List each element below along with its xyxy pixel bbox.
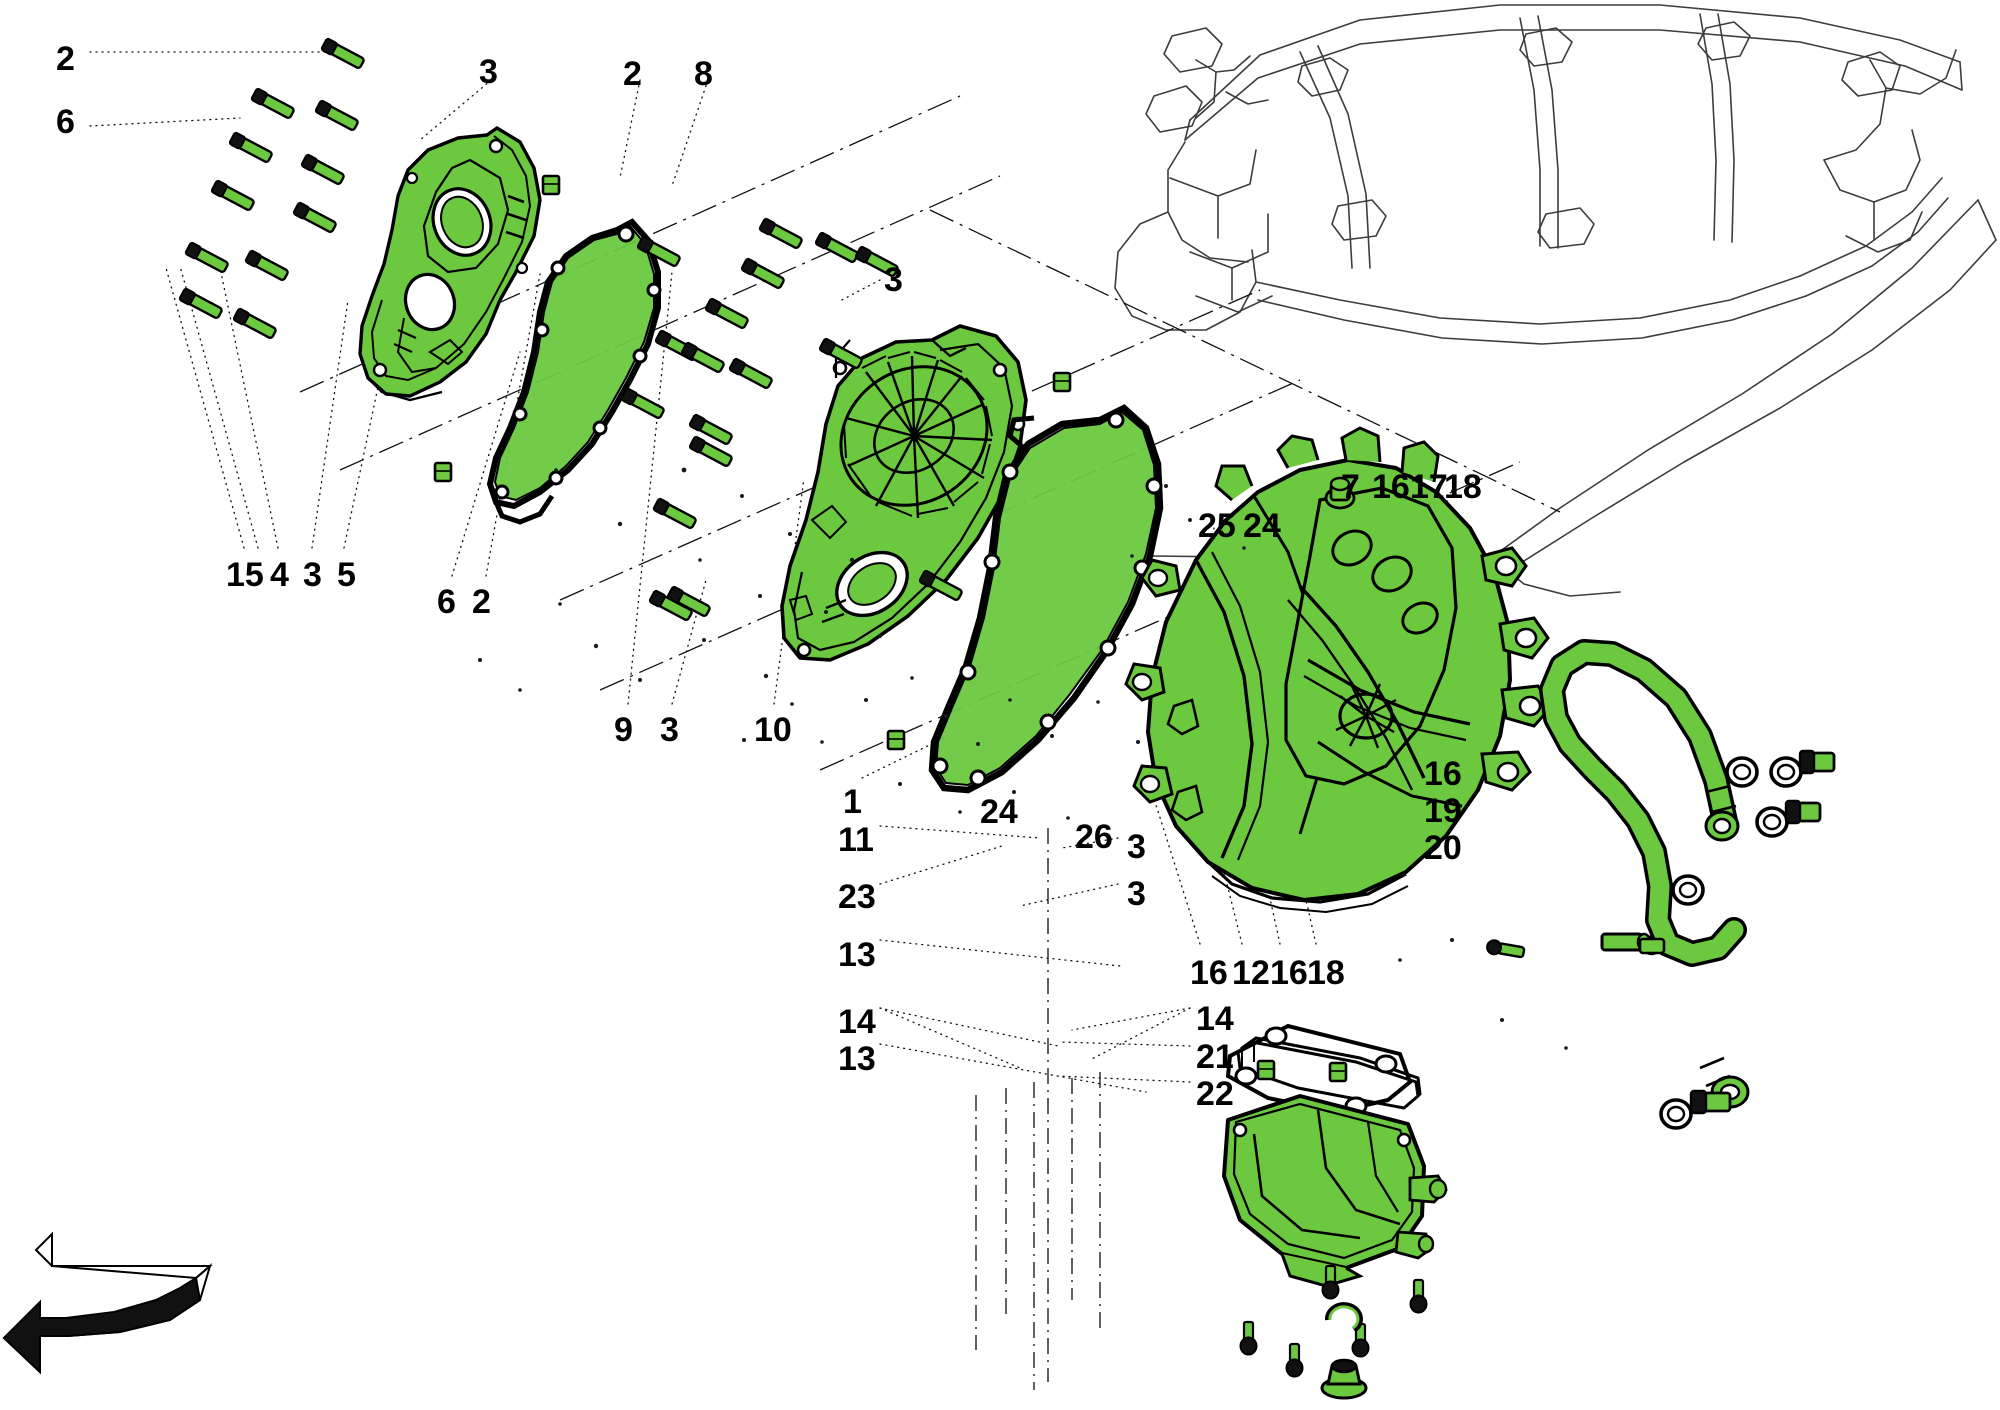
clutch-cover-part	[780, 324, 1028, 662]
callout-16-lower-a: 16	[1190, 954, 1228, 992]
callout-16-lower-b: 16	[1270, 954, 1308, 992]
callout-14-right: 14	[1196, 1000, 1234, 1038]
callout-2-mid: 2	[472, 583, 491, 621]
front-cover-gasket-part	[486, 218, 662, 525]
callout-8-top: 8	[694, 55, 713, 93]
oil-pan-part	[1222, 1094, 1448, 1288]
callout-23: 23	[838, 878, 876, 916]
callout-18-top: 18	[1444, 468, 1482, 506]
callout-13-lower: 13	[838, 1040, 876, 1078]
banjo-bolt-18	[1784, 799, 1822, 825]
scan-speckle	[478, 467, 1568, 1050]
callout-3-front-cover: 3	[303, 556, 322, 594]
callout-3-pan-lower: 3	[1127, 875, 1146, 913]
callout-7: 7	[1341, 468, 1360, 506]
callout-1: 1	[843, 783, 862, 821]
crankcase-oil-plug	[1324, 476, 1356, 510]
bolt-18b	[1689, 1089, 1732, 1115]
callout-18-lower: 18	[1307, 954, 1345, 992]
callout-11: 11	[838, 821, 874, 859]
callout-16-top: 16	[1372, 468, 1410, 506]
callout-3-gasket: 3	[660, 711, 679, 749]
drain-plug-22	[1320, 1358, 1368, 1400]
circlip-21	[1324, 1302, 1363, 1333]
callout-2-top-mid: 2	[623, 55, 642, 93]
callout-3-top: 3	[479, 53, 498, 91]
forward-direction-arrow	[2, 1231, 213, 1375]
callout-16-right: 16	[1424, 755, 1462, 793]
callout-13-upper: 13	[838, 936, 876, 974]
callout-9: 9	[614, 711, 633, 749]
clutch-cover-gasket-part	[928, 404, 1164, 794]
callout-12: 12	[1232, 954, 1270, 992]
callout-24-upper: 24	[1243, 507, 1281, 545]
callout-26: 26	[1075, 818, 1113, 856]
callout-5: 5	[337, 556, 356, 594]
sump-bolt-field	[1239, 1264, 1428, 1400]
crankcase-side-pin-a	[1486, 939, 1526, 959]
callout-3-clutch: 3	[884, 261, 903, 299]
clutch-cover-fins	[839, 351, 993, 519]
banjo-bolt-17	[1798, 749, 1836, 775]
callout-21: 21	[1196, 1038, 1234, 1076]
stub-fitting-20	[1638, 937, 1666, 955]
callout-2-upper-left: 2	[56, 40, 75, 78]
callout-22: 22	[1196, 1075, 1234, 1113]
front-cover-part	[358, 126, 542, 402]
callout-10: 10	[754, 711, 792, 749]
callout-17: 17	[1410, 468, 1448, 506]
callout-3-pan-upper: 3	[1127, 828, 1146, 866]
callout-4: 4	[270, 556, 289, 594]
callout-15: 15	[226, 556, 264, 594]
oil-pan-gasket-part	[1225, 1023, 1422, 1116]
callout-20: 20	[1424, 829, 1462, 867]
callout-6-mid: 6	[437, 583, 456, 621]
callout-6-upper-left: 6	[56, 103, 75, 141]
crankcase-part	[1124, 426, 1554, 914]
callout-24-lower: 24	[980, 793, 1018, 831]
callout-19: 19	[1424, 792, 1462, 830]
callout-14-left: 14	[838, 1003, 876, 1041]
callout-25: 25	[1198, 507, 1236, 545]
